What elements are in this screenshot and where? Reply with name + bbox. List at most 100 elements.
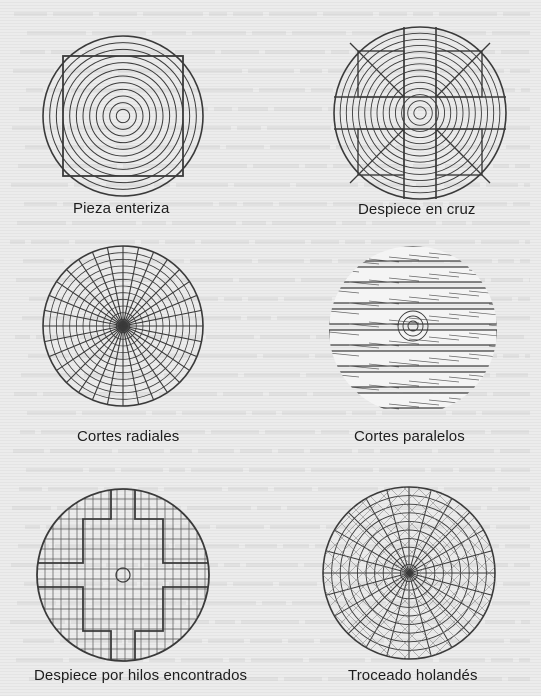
- bleed-word: [270, 525, 320, 529]
- bleed-word: [215, 620, 235, 624]
- diagram-crossed-grain: [28, 480, 218, 672]
- bleed-word: [142, 221, 166, 225]
- radial-cut: [123, 326, 180, 383]
- radial-cut: [409, 490, 431, 573]
- bleed-word: [233, 582, 273, 586]
- bleed-word: [284, 677, 322, 681]
- bleed-word: [143, 12, 203, 16]
- bleed-word: [252, 31, 286, 35]
- pith-ring: [116, 568, 130, 582]
- bleed-word: [323, 12, 373, 16]
- bleed-word: [172, 221, 236, 225]
- bleed-word: [245, 544, 277, 548]
- grain-line: [469, 396, 499, 399]
- radial-cut: [409, 573, 431, 656]
- bleed-word: [283, 544, 309, 548]
- bleed-word: [121, 468, 163, 472]
- growth-ring: [110, 103, 137, 130]
- bleed-word: [246, 563, 298, 567]
- bleed-word: [242, 221, 266, 225]
- bleed-word: [263, 354, 309, 358]
- grain-line: [469, 249, 499, 252]
- bleed-word: [241, 620, 299, 624]
- bleed-word: [321, 430, 349, 434]
- grain-line: [489, 283, 508, 286]
- bleed-word: [228, 487, 268, 491]
- bleed-word: [379, 468, 425, 472]
- stepped-cut: [135, 489, 209, 563]
- bleed-word: [310, 449, 352, 453]
- bleed-word: [519, 658, 530, 662]
- stepped-cut: [37, 587, 111, 661]
- stepped-cut: [135, 587, 209, 661]
- bleed-word: [525, 354, 530, 358]
- bleed-word: [311, 468, 373, 472]
- bleed-word: [26, 468, 83, 472]
- bleed-word: [234, 183, 290, 187]
- bleed-word: [518, 297, 530, 301]
- bleed-word: [20, 430, 35, 434]
- bleed-word: [191, 468, 243, 472]
- bleed-word: [438, 449, 494, 453]
- caption-whole-piece: Pieza enteriza: [73, 200, 169, 217]
- bleed-word: [252, 411, 276, 415]
- caption-crossed-grain: Despiece por hilos encontrados: [34, 667, 247, 684]
- bleed-word: [459, 468, 495, 472]
- radial-cut: [66, 269, 123, 326]
- bleed-word: [170, 449, 192, 453]
- grain-line: [489, 367, 508, 370]
- bleed-word: [257, 506, 281, 510]
- bleed-word: [508, 677, 530, 681]
- bleed-word: [501, 468, 530, 472]
- bleed-word: [221, 50, 259, 54]
- bleed-word: [379, 12, 407, 16]
- stepped-cut: [37, 489, 111, 563]
- growth-ring: [414, 107, 426, 119]
- bleed-word: [198, 449, 234, 453]
- bleed-word: [209, 12, 227, 16]
- bleed-word: [260, 335, 310, 339]
- bleed-word: [265, 50, 325, 54]
- bleed-word: [219, 202, 237, 206]
- growth-ring: [43, 36, 203, 196]
- bleed-word: [279, 582, 317, 586]
- grain-line: [449, 251, 479, 254]
- bleed-word: [272, 221, 336, 225]
- caption-cross-cut: Despiece en cruz: [358, 201, 476, 218]
- bleed-word: [255, 240, 305, 244]
- bleed-word: [259, 88, 305, 92]
- bleed-word: [524, 183, 530, 187]
- bleed-word: [278, 449, 304, 453]
- bleed-word: [288, 639, 314, 643]
- bleed-word: [510, 639, 530, 643]
- bleed-word: [505, 544, 530, 548]
- bleed-word: [233, 12, 263, 16]
- radial-cut: [123, 269, 180, 326]
- bleed-word: [503, 12, 530, 16]
- grain-line: [349, 408, 379, 411]
- bleed-word: [248, 297, 278, 301]
- bleed-word: [226, 145, 264, 149]
- bleed-word: [237, 126, 261, 130]
- bleed-word: [258, 259, 304, 263]
- grain-line: [329, 248, 359, 251]
- bleed-word: [413, 12, 433, 16]
- bleed-word: [249, 468, 305, 472]
- bleed-word: [529, 278, 530, 282]
- bleed-word: [274, 487, 312, 491]
- bleed-word: [269, 12, 317, 16]
- bleed-word: [99, 12, 137, 16]
- bleed-word: [491, 430, 529, 434]
- bleed-word: [10, 240, 25, 244]
- bleed-word: [243, 202, 273, 206]
- bleed-word: [265, 430, 315, 434]
- bleed-word: [13, 449, 44, 453]
- bleed-word: [251, 658, 303, 662]
- bleed-word: [300, 69, 322, 73]
- bleed-word: [520, 259, 530, 263]
- grain-line: [489, 262, 508, 265]
- growth-ring: [96, 89, 149, 142]
- growth-ring: [76, 69, 169, 162]
- bleed-word: [175, 430, 205, 434]
